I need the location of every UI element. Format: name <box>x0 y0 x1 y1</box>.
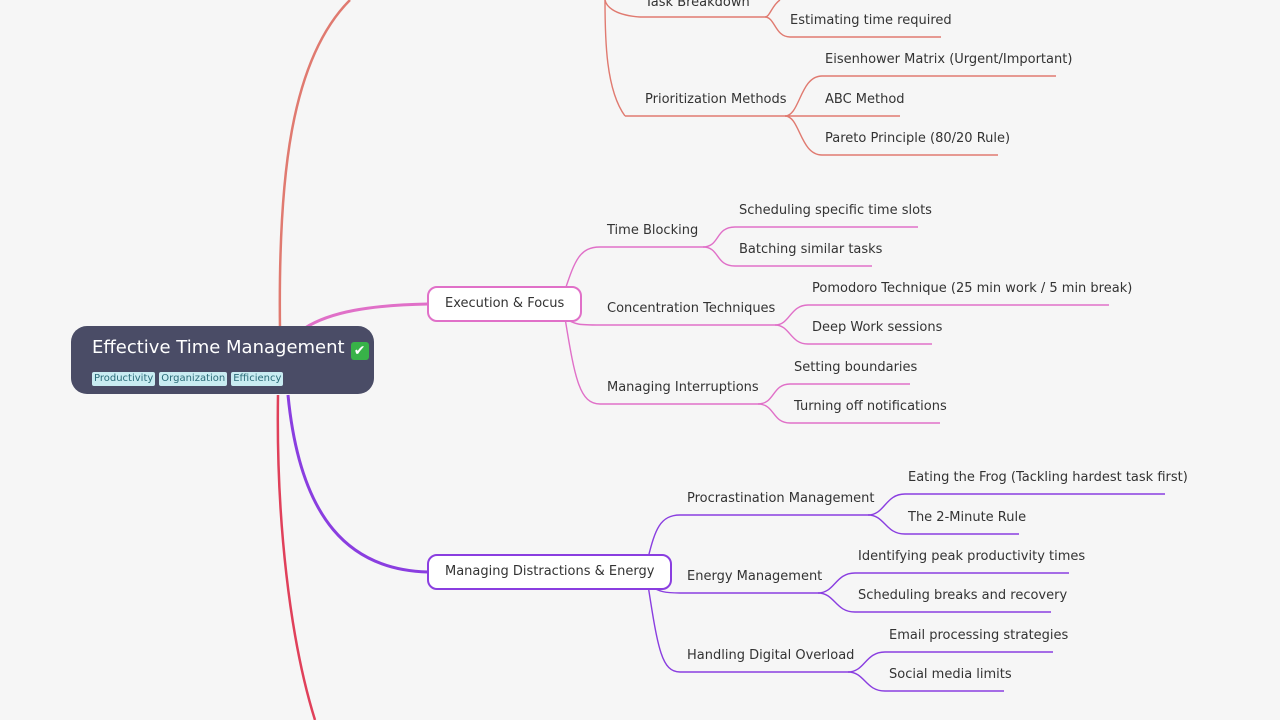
subtopic-pareto-principle[interactable]: Pareto Principle (80/20 Rule) <box>825 131 1011 146</box>
check-mark-icon: ✔ <box>350 342 369 360</box>
connectors-top-branch <box>604 0 1056 156</box>
subtopic-batching-tasks[interactable]: Batching similar tasks <box>739 242 883 257</box>
tag-productivity[interactable]: Productivity <box>92 372 156 386</box>
root-title: Effective Time Management <box>92 337 345 358</box>
subtopic-social-media-limits[interactable]: Social media limits <box>889 667 1012 682</box>
connector-root-bottom <box>276 394 317 720</box>
connector-root-execution <box>304 302 429 330</box>
branch-managing-distractions[interactable]: Managing Distractions & Energy <box>427 554 673 590</box>
connectors-distractions-branch <box>647 493 1165 692</box>
subtopic-email-strategies[interactable]: Email processing strategies <box>889 628 1069 643</box>
subtopic-peak-times[interactable]: Identifying peak productivity times <box>858 549 1086 564</box>
subtopic-breaks-recovery[interactable]: Scheduling breaks and recovery <box>858 588 1068 603</box>
subtopic-scheduling-slots[interactable]: Scheduling specific time slots <box>739 203 932 218</box>
subtopic-deep-work[interactable]: Deep Work sessions <box>812 320 943 335</box>
branch-execution-focus[interactable]: Execution & Focus <box>427 286 583 322</box>
topic-digital-overload[interactable]: Handling Digital Overload <box>687 648 855 663</box>
subtopic-pomodoro[interactable]: Pomodoro Technique (25 min work / 5 min … <box>812 281 1133 296</box>
topic-time-blocking[interactable]: Time Blocking <box>607 223 699 238</box>
subtopic-setting-boundaries[interactable]: Setting boundaries <box>794 360 918 375</box>
subtopic-notifications-off[interactable]: Turning off notifications <box>794 399 947 414</box>
topic-prioritization-methods[interactable]: Prioritization Methods <box>645 92 787 107</box>
topic-task-breakdown[interactable]: Task Breakdown <box>645 0 750 10</box>
topic-energy-management[interactable]: Energy Management <box>687 569 823 584</box>
subtopic-two-minute-rule[interactable]: The 2-Minute Rule <box>908 510 1027 525</box>
topic-managing-interruptions[interactable]: Managing Interruptions <box>607 380 759 395</box>
subtopic-eating-frog[interactable]: Eating the Frog (Tackling hardest task f… <box>908 470 1188 485</box>
topic-concentration-techniques[interactable]: Concentration Techniques <box>607 301 776 316</box>
topic-procrastination[interactable]: Procrastination Management <box>687 491 875 506</box>
connector-root-distractions <box>286 394 429 574</box>
tag-efficiency[interactable]: Efficiency <box>231 372 284 386</box>
tag-organization[interactable]: Organization <box>159 372 228 386</box>
subtopic-eisenhower-matrix[interactable]: Eisenhower Matrix (Urgent/Important) <box>825 52 1073 67</box>
subtopic-estimating-time[interactable]: Estimating time required <box>790 13 952 28</box>
connector-root-top <box>278 0 351 331</box>
subtopic-abc-method[interactable]: ABC Method <box>825 92 905 107</box>
connectors-execution-branch <box>564 226 1109 424</box>
